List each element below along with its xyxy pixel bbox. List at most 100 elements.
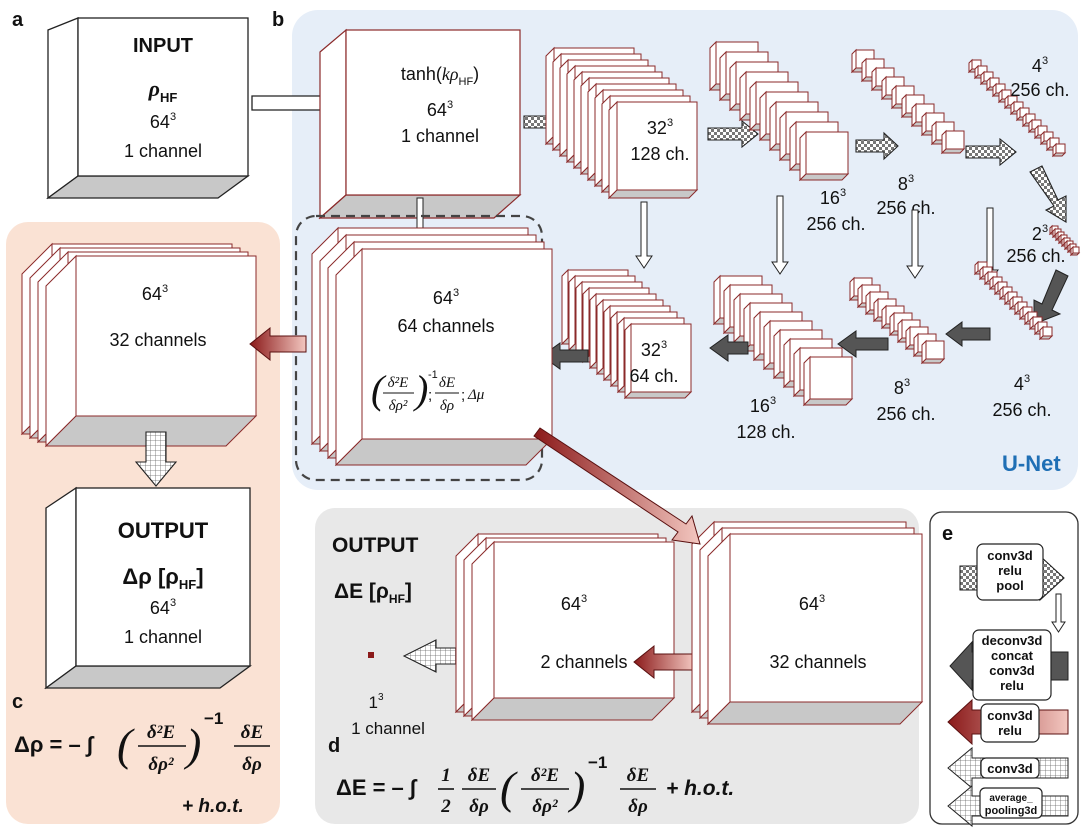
dec4-layer [1038,325,1054,341]
legend-item-conv-relu: conv3d relu [947,698,1069,746]
dec4-size: 43 [1014,373,1030,394]
enc2-stack [708,40,850,182]
svg-text:concat: concat [991,648,1034,663]
enc1-layer [607,100,699,200]
dec3-stack [848,276,946,365]
dright-layer [706,532,924,726]
d-output-line: ΔE [ρHF] [334,580,412,606]
svg-text:deconv3d: deconv3d [982,633,1043,648]
dec0-layer [334,247,554,467]
svg-text:δρ²: δρ² [532,796,559,817]
enc0-size: 643 [427,99,453,120]
svg-text:δρ: δρ [469,796,489,817]
d-mid-size: 643 [561,593,587,614]
dec-arrow-4 [945,321,991,347]
d-mid-channels: 2 channels [540,652,627,672]
svg-text:;: ; [428,387,432,404]
enc-arrow-3 [855,131,899,161]
d-formula: ΔE = – ∫ 1 2 δE δρ ( δ²E δρ² ) −1 δE δρ … [336,753,734,817]
c-output-title: OUTPUT [118,518,209,543]
svg-text:1: 1 [441,765,451,786]
input-channels: 1 channel [124,141,202,161]
svg-text:δρ²: δρ² [148,754,175,775]
enc2-channels: 256 ch. [806,214,865,234]
bottom-channels: 256 ch. [1006,246,1065,266]
enc1-channels: 128 ch. [630,144,689,164]
legend-skip-arrow [1051,593,1066,633]
svg-text:δρ: δρ [628,796,648,817]
svg-text:pool: pool [996,578,1023,593]
svg-text:δE: δE [439,375,455,391]
d-right-size: 643 [799,593,825,614]
c-formula: Δρ = – ∫ ( δ²E δρ² ) −1 δE δρ [14,709,270,775]
c-hot: + h.o.t. [182,796,244,817]
svg-text:): ) [183,719,201,770]
svg-text:−1: −1 [204,709,223,728]
svg-text:δE: δE [241,722,263,743]
enc3-size: 83 [898,173,914,194]
svg-text:Δμ: Δμ [467,387,485,403]
dec3-size: 83 [894,377,910,398]
panel-label-a: a [12,9,24,31]
d-scalar-channels: 1 channel [351,719,425,738]
c-mid-channels: 32 channels [109,330,206,350]
enc0-channels: 1 channel [401,126,479,146]
c-output-line: Δρ [ρHF] [122,564,203,592]
svg-text:δρ²: δρ² [389,398,408,414]
enc2-size: 163 [820,187,846,208]
enc3-channels: 256 ch. [876,198,935,218]
svg-text:): ) [567,762,585,813]
dec1-layer [623,322,693,400]
enc1-size: 323 [647,117,673,138]
panel-label-b: b [272,9,284,31]
dmid-layer [470,540,676,722]
dec3-channels: 256 ch. [876,404,935,424]
dec2-layer [802,355,854,407]
dec0-stack [310,226,554,467]
svg-text:conv3d: conv3d [987,708,1033,723]
svg-text:conv3d: conv3d [987,548,1033,563]
svg-text:conv3d: conv3d [987,761,1033,776]
dec0-size: 643 [433,287,459,308]
dec1-size: 323 [641,339,667,360]
svg-text:relu: relu [998,723,1022,738]
c-output-channels: 1 channel [124,627,202,647]
bottom-size: 23 [1032,223,1048,244]
enc1-stack [544,46,699,200]
d-scalar-cube [368,652,374,658]
bottom-layer [1069,245,1081,257]
dec-arrow-3 [837,330,889,358]
svg-text:average_: average_ [989,793,1033,804]
d-scalar-size: 13 [368,692,383,712]
dec0-formula: ( δ²E δρ² ) -1 ; δE δρ ; Δμ [371,367,485,414]
svg-text:−1: −1 [588,753,607,772]
input-symbol: ρHF [148,76,178,105]
svg-text:δ²E: δ²E [147,722,175,743]
dec4-stack [973,260,1054,341]
cmid-layer [44,254,258,448]
enc-arrow-5 [1029,165,1067,223]
input-cube [46,17,250,200]
dec-arrow-2 [709,334,749,362]
svg-text:;: ; [461,387,465,404]
svg-text:δρ: δρ [242,754,262,775]
svg-text:): ) [413,367,428,412]
dec4-channels: 256 ch. [992,400,1051,420]
dec2-channels: 128 ch. [736,422,795,442]
d-red-arrow [633,644,695,680]
enc-arrow-4 [965,137,1017,167]
input-size: 643 [150,111,176,132]
svg-text:Δρ = – ∫: Δρ = – ∫ [14,732,95,757]
enc2-layer [798,130,850,182]
enc4-channels: 256 ch. [1010,80,1069,100]
enc3-stack [850,48,966,155]
unet-label: U-Net [1002,451,1061,476]
panel-label-d: d [328,735,340,757]
output-cube-c [44,486,252,690]
panel-label-c: c [12,691,23,713]
legend-item-average-pooling: average_ pooling3d [947,784,1069,828]
dec3-layer [920,339,946,365]
svg-text:relu: relu [998,563,1022,578]
svg-text:(: ( [117,719,135,770]
